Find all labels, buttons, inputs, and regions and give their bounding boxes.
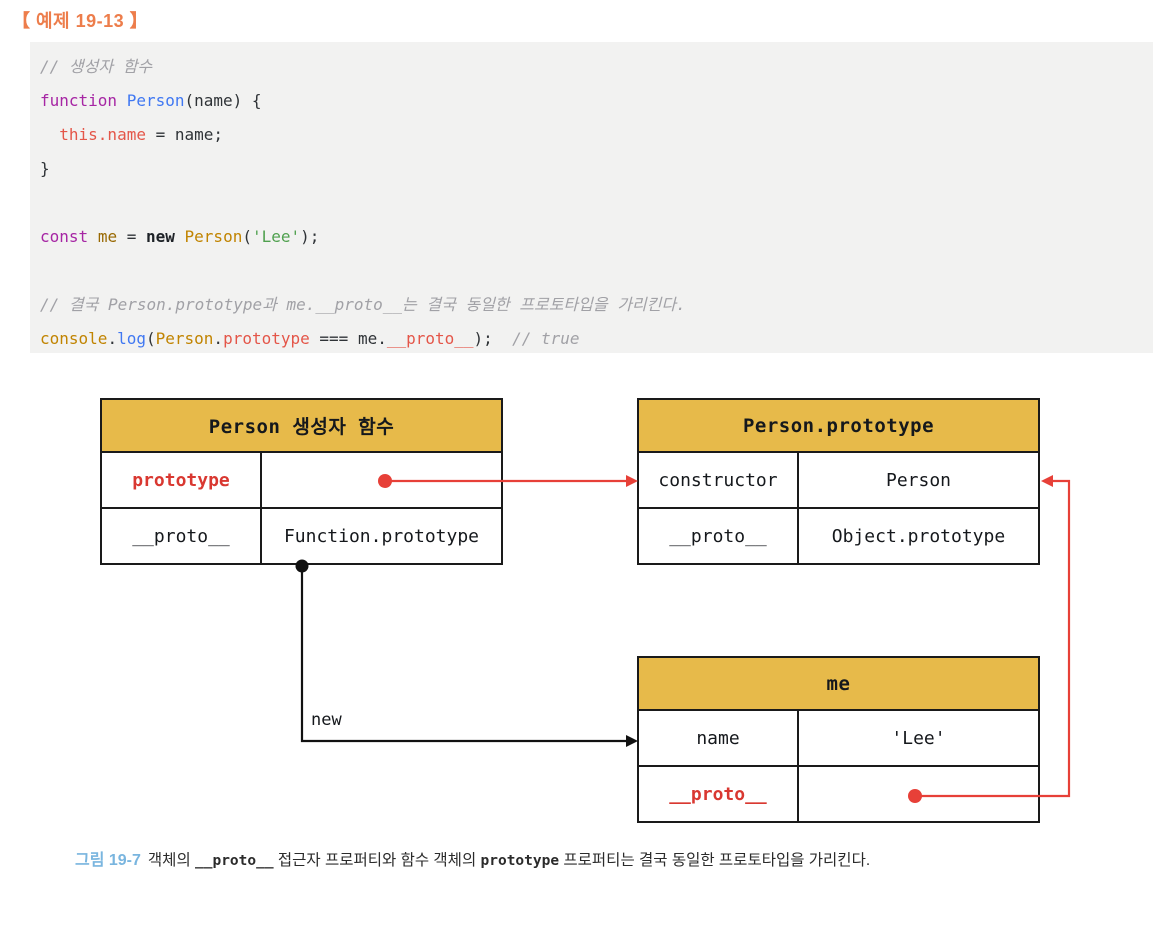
code-token: // 생성자 함수 [40, 57, 153, 76]
code-token: me [357, 329, 378, 348]
code-token: 'Lee' [251, 227, 301, 246]
code-token: this.name [59, 125, 146, 144]
cell-proto-key: __proto__ [102, 509, 262, 563]
code-line: function Person(name) { [40, 84, 1143, 118]
code-token: new [145, 227, 175, 246]
code-token: ); [473, 329, 493, 348]
code-token: Person [184, 227, 243, 246]
code-line: this.name = name; [40, 118, 1143, 152]
caption-code-prototype: prototype [480, 853, 560, 869]
cell-proto-value: Object.prototype [831, 525, 1006, 547]
cell-proto-value: Function.prototype [283, 525, 480, 547]
figure-number-label: 그림 19-7 [75, 852, 141, 869]
code-token: Person [155, 329, 214, 348]
table-row: __proto__ Object.prototype [639, 507, 1038, 563]
person-prototype-table: Person.prototype constructor Person __pr… [637, 398, 1040, 565]
code-token: ); [300, 227, 320, 246]
table-row: name 'Lee' [639, 711, 1038, 765]
code-token: Person [126, 91, 185, 110]
code-token: function [40, 91, 118, 110]
new-operator-link-arrow [295, 559, 638, 747]
code-token [117, 91, 127, 110]
code-token: = name; [145, 125, 224, 144]
code-token: // true [512, 329, 580, 348]
caption-text: 프로퍼티는 결국 동일한 프로토타입을 가리킨다. [559, 852, 871, 869]
code-token: console [40, 329, 108, 348]
code-token: ( [242, 227, 252, 246]
code-token: prototype [223, 329, 310, 348]
code-token [40, 125, 59, 144]
code-token: === [309, 329, 358, 348]
cell-constructor-key: constructor [639, 453, 799, 507]
code-token: = [117, 227, 146, 246]
cell-prototype-key: prototype [102, 453, 262, 507]
code-token: // 결국 Person.prototype과 me.__proto__는 결국… [40, 295, 686, 314]
prototype-table-title: Person.prototype [639, 400, 1038, 453]
code-line: // 결국 Person.prototype과 me.__proto__는 결국… [40, 288, 1143, 322]
caption-text: 객체의 [147, 852, 196, 869]
me-object-table: me name 'Lee' __proto__ [637, 656, 1040, 823]
code-token: ( [145, 329, 156, 348]
code-token: (name) { [184, 91, 262, 110]
cell-name-value: 'Lee' [891, 727, 946, 749]
code-token [493, 329, 512, 348]
table-row: __proto__ [639, 765, 1038, 821]
code-line: } [40, 152, 1143, 186]
table-row: __proto__ Function.prototype [102, 507, 501, 563]
caption-code-proto: __proto__ [195, 853, 274, 869]
figure-caption: 그림 19-7 객체의 __proto__ 접근자 프로퍼티와 함수 객체의 pr… [75, 846, 870, 870]
table-row: prototype [102, 453, 501, 507]
code-token: . [107, 329, 118, 348]
person-constructor-table: Person 생성자 함수 prototype __proto__ Functi… [100, 398, 503, 565]
new-operator-label: new [311, 710, 342, 730]
person-table-title: Person 생성자 함수 [102, 400, 501, 453]
example-label: 【 예제 19-13 】 [12, 11, 149, 31]
cell-name-key: name [639, 711, 799, 765]
code-token: me [97, 227, 118, 246]
cell-prototype-value [262, 453, 501, 507]
code-line: const me = new Person('Lee'); [40, 220, 1143, 254]
cell-proto-value [799, 767, 1038, 821]
cell-proto-key: __proto__ [639, 509, 799, 563]
me-table-title: me [639, 658, 1038, 711]
cell-proto-key: __proto__ [639, 767, 799, 821]
code-token: . [377, 329, 387, 348]
table-row: constructor Person [639, 453, 1038, 507]
code-line: // 생성자 함수 [40, 50, 1143, 84]
code-token: } [40, 159, 50, 178]
code-line [40, 254, 1143, 288]
cell-constructor-value: Person [885, 469, 952, 491]
code-token [88, 227, 98, 246]
code-token [175, 227, 185, 246]
code-line: console.log(Person.prototype === me.__pr… [40, 322, 1143, 356]
arrowhead-icon [1041, 475, 1053, 487]
code-token: const [40, 227, 89, 246]
code-line [40, 186, 1143, 220]
code-token: log [117, 329, 146, 348]
code-token: . [213, 329, 224, 348]
code-token: __proto__ [386, 329, 474, 348]
caption-text: 접근자 프로퍼티와 함수 객체의 [273, 852, 481, 869]
